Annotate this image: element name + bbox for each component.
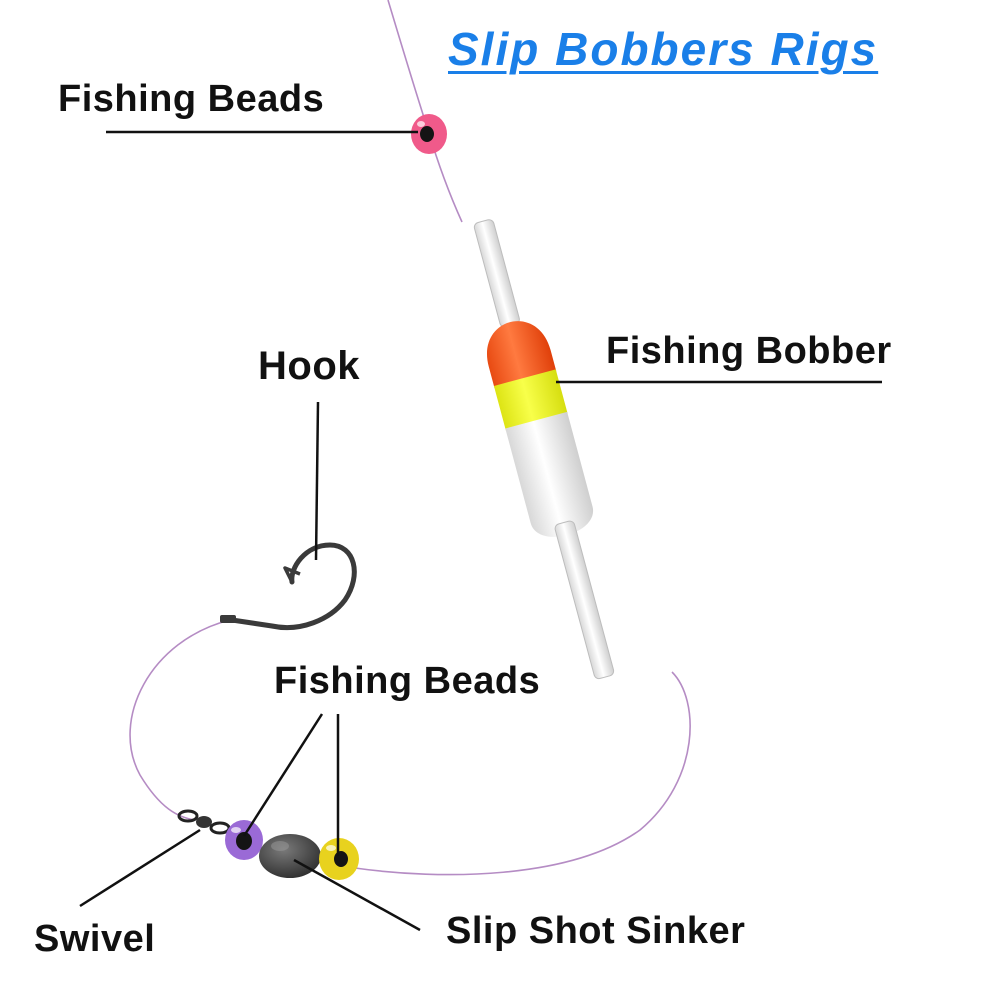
leader-beads-bottom-a xyxy=(242,713,324,837)
leader-sinker xyxy=(293,858,421,932)
hook-icon xyxy=(220,542,357,631)
bobber-icon xyxy=(473,219,615,680)
bead-purple-icon xyxy=(225,820,263,860)
label-hook: Hook xyxy=(258,344,360,388)
leader-hook xyxy=(314,401,320,561)
leader-line xyxy=(129,619,231,821)
bead-top-icon xyxy=(411,114,447,154)
leader-swivel xyxy=(79,828,201,908)
bead-yellow-icon xyxy=(319,838,359,880)
diagram-title: Slip Bobbers Rigs xyxy=(448,23,879,75)
lower-line xyxy=(354,671,691,876)
leader-lines xyxy=(79,130,882,932)
swivel-icon xyxy=(177,809,231,835)
label-swivel: Swivel xyxy=(34,918,156,960)
label-fishing-beads-bottom: Fishing Beads xyxy=(274,660,541,702)
sinker-icon xyxy=(259,834,321,878)
label-slip-shot-sinker: Slip Shot Sinker xyxy=(446,910,746,952)
label-fishing-bobber: Fishing Bobber xyxy=(606,330,892,372)
label-fishing-beads-top: Fishing Beads xyxy=(58,78,325,120)
